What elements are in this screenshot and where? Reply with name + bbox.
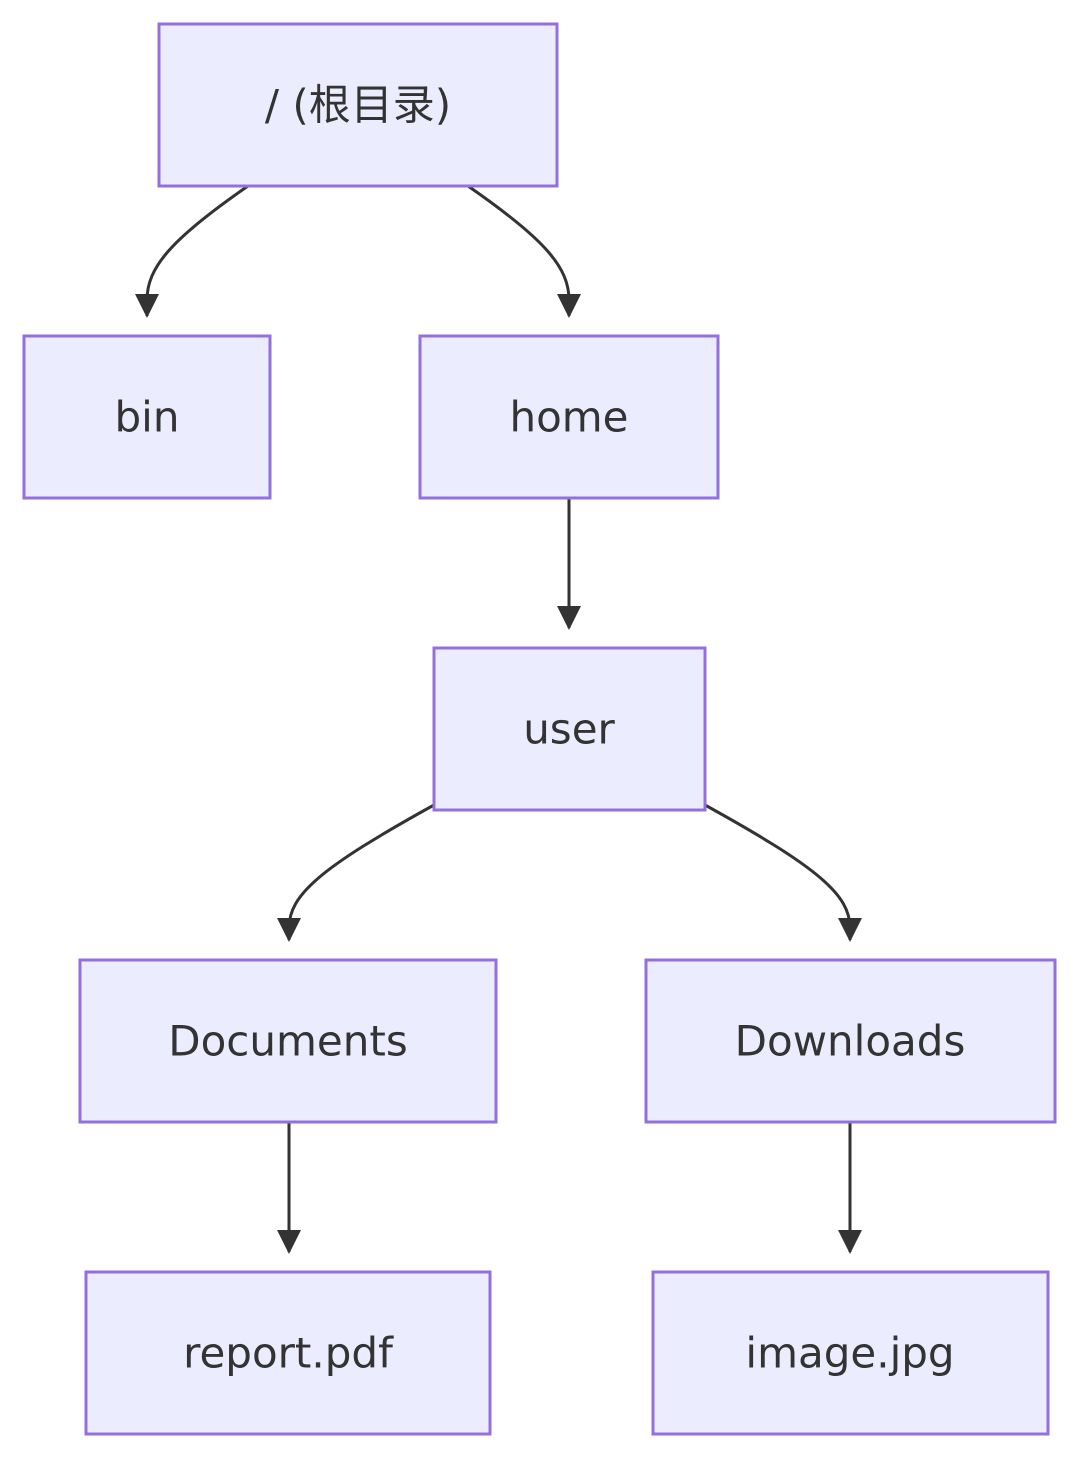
node-downloads: Downloads xyxy=(644,958,1057,1124)
node-user: user xyxy=(432,646,707,812)
node-home-label: home xyxy=(509,393,628,442)
node-downloads-label: Downloads xyxy=(735,1017,966,1066)
edge-root-bin xyxy=(135,184,249,318)
node-report: report.pdf xyxy=(84,1270,492,1436)
node-documents-label: Documents xyxy=(168,1017,407,1066)
node-image-label: image.jpg xyxy=(745,1329,954,1378)
edge-user-downloads xyxy=(704,803,862,942)
node-documents: Documents xyxy=(78,958,498,1124)
node-report-label: report.pdf xyxy=(183,1329,394,1378)
edge-root-home xyxy=(467,184,581,318)
node-bin: bin xyxy=(22,334,272,500)
node-home: home xyxy=(418,334,720,500)
edge-user-documents xyxy=(277,803,435,942)
node-root-label: / (根目录) xyxy=(265,81,451,130)
node-bin-label: bin xyxy=(115,393,180,442)
node-image: image.jpg xyxy=(651,1270,1050,1436)
node-root: / (根目录) xyxy=(157,22,559,188)
node-user-label: user xyxy=(523,705,615,754)
